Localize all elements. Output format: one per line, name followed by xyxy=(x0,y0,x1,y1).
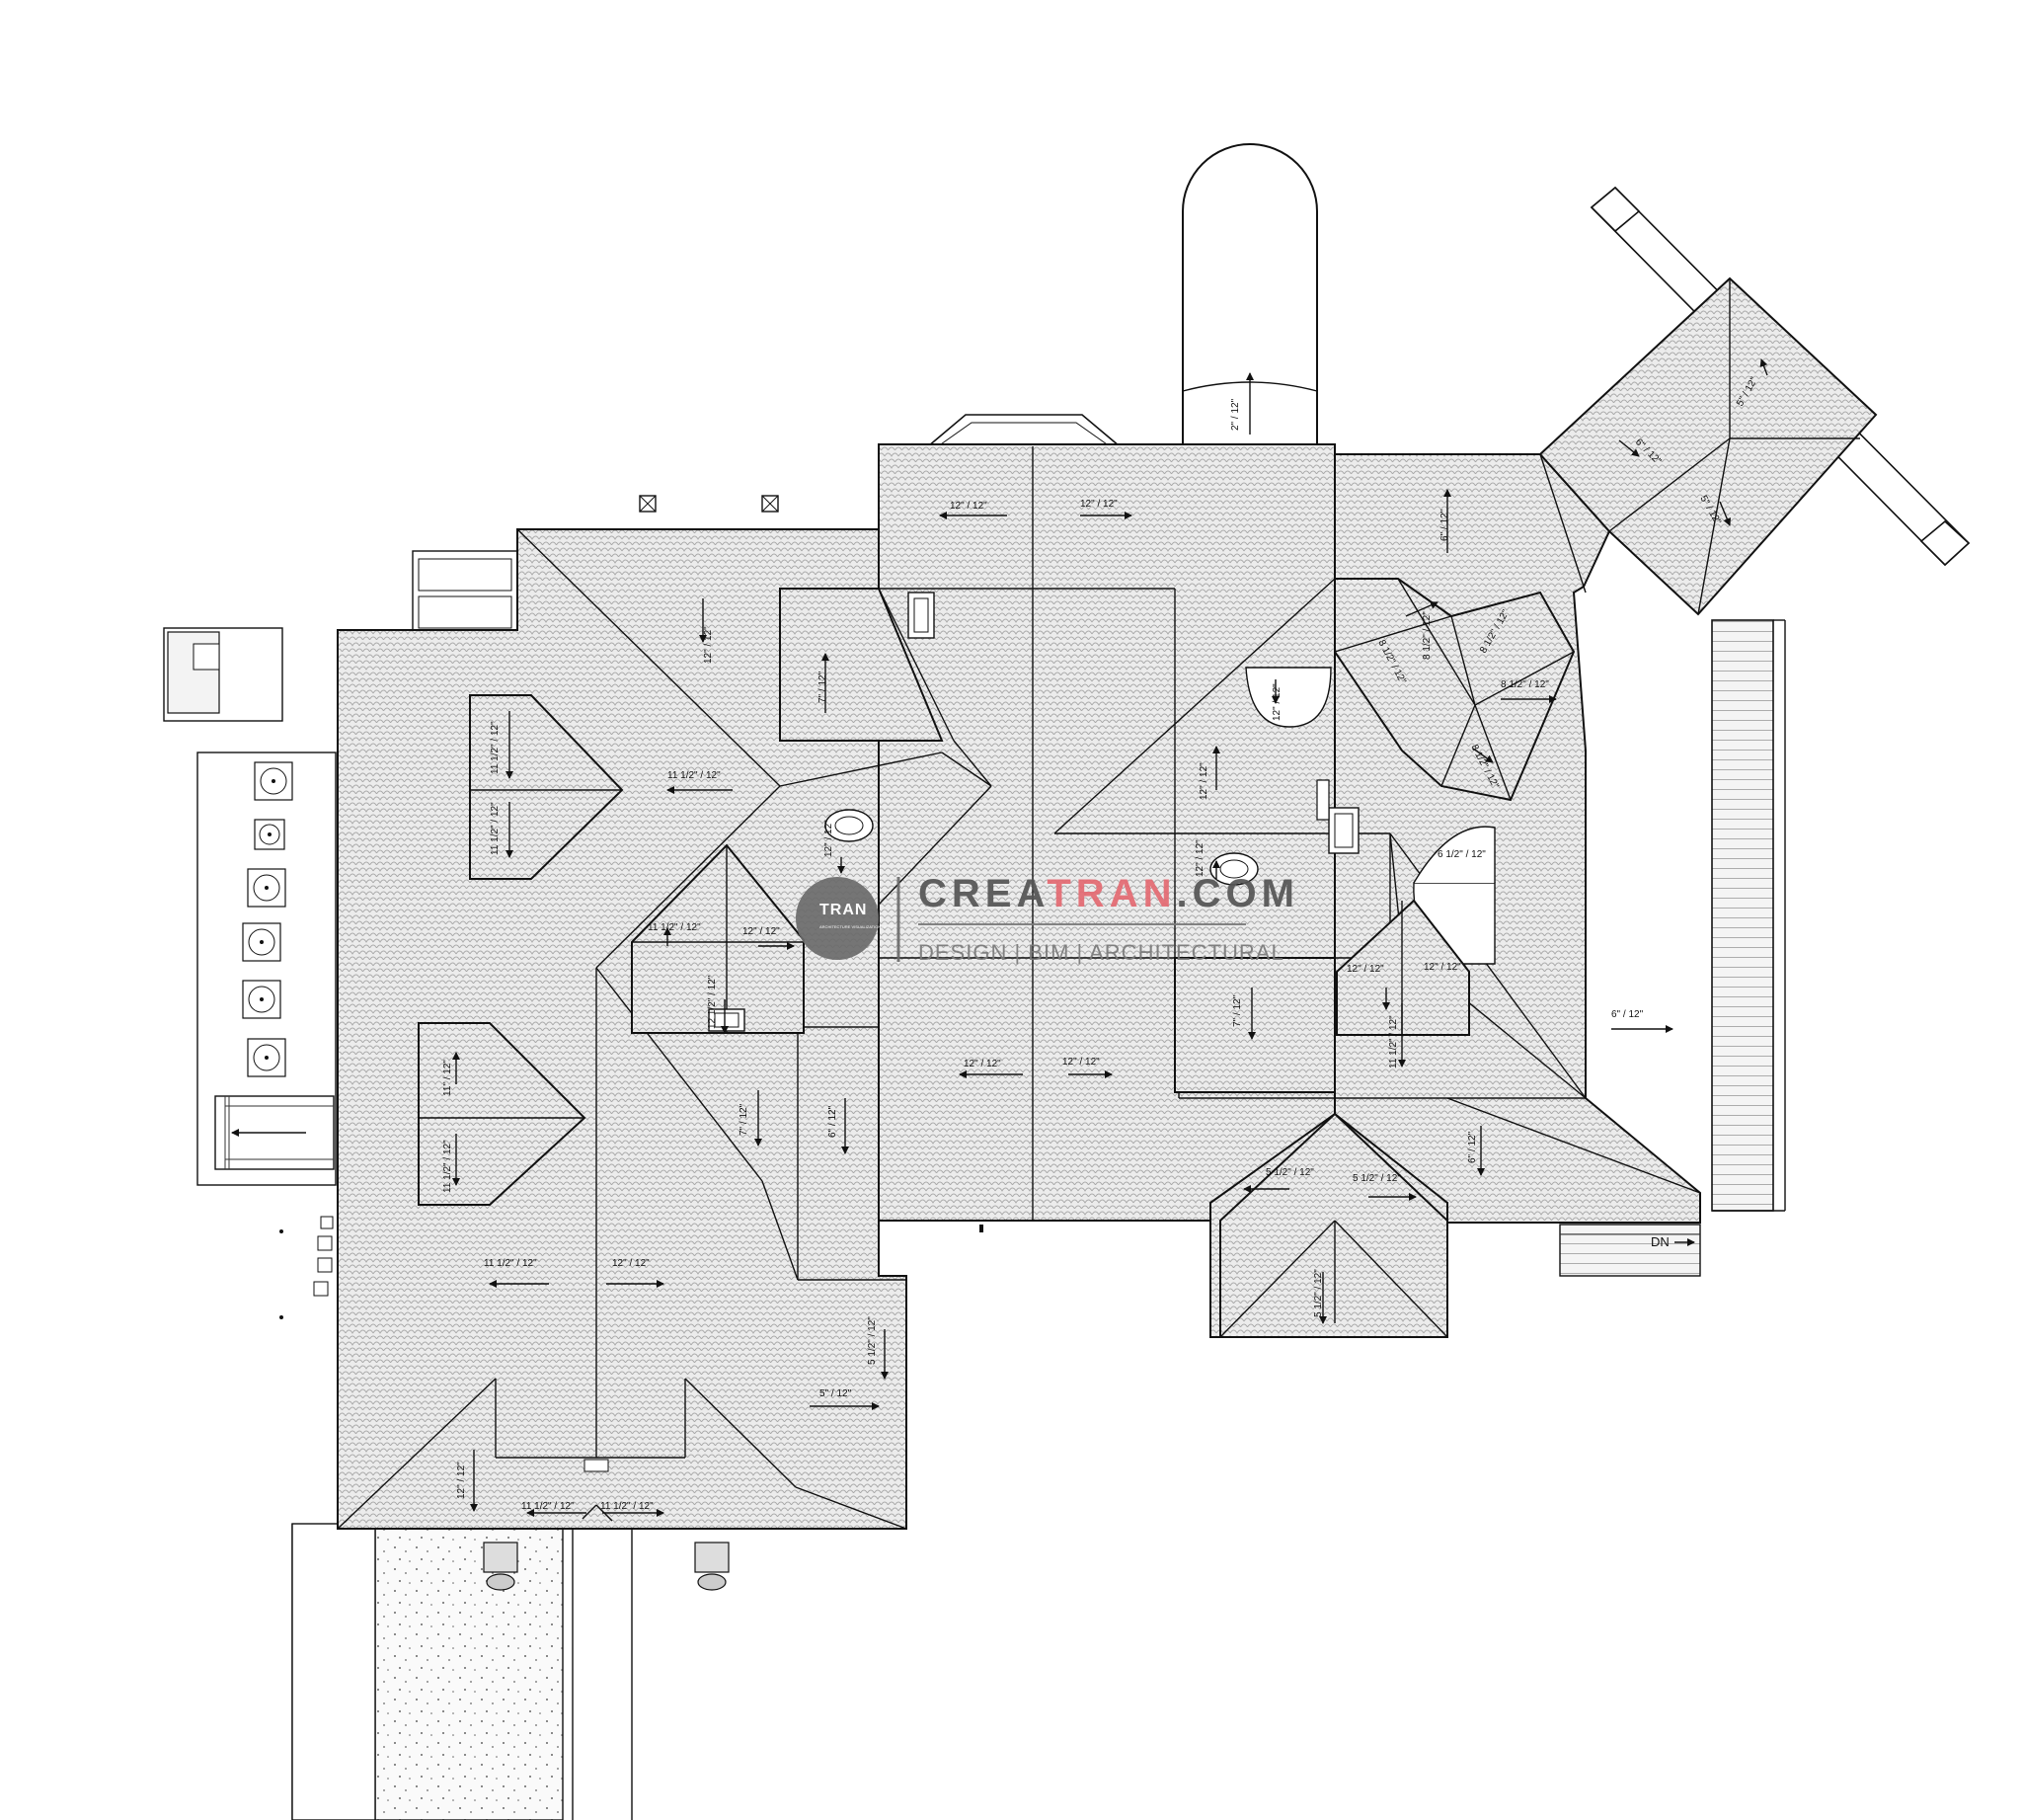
slope-label: 6 1/2" / 12" xyxy=(1438,849,1486,860)
wall-light-right xyxy=(694,1542,730,1591)
slope-label: 12" / 12" xyxy=(1347,964,1384,975)
northeast-ridges xyxy=(1608,278,1860,615)
utility-fixtures xyxy=(279,1216,334,1319)
slope-label: 12" / 12" xyxy=(1080,499,1118,510)
slope-label: 5" / 12" xyxy=(819,1388,852,1399)
slope-label: 11 1/2" / 12" xyxy=(490,721,501,774)
slope-label: 12" / 12" xyxy=(964,1059,1001,1069)
rear-deck xyxy=(1711,619,1786,1212)
slope-label: 11 1/2" / 12" xyxy=(648,922,701,933)
slope-label: 12" / 12" xyxy=(1195,839,1205,877)
slope-arrow xyxy=(1618,439,1640,457)
planters xyxy=(242,761,293,1077)
slope-label: 12" / 12" xyxy=(823,820,834,857)
roof-northeast-wing xyxy=(1538,277,1878,616)
roof-vent-b xyxy=(761,495,779,513)
slope-arrow xyxy=(1759,358,1768,376)
dormer-inner-hip xyxy=(631,843,805,1034)
skylight xyxy=(907,592,935,639)
wall-light-left xyxy=(483,1542,518,1591)
slope-label: 6" / 12" xyxy=(1611,1009,1644,1020)
driveway xyxy=(374,1526,564,1820)
center-bottom-post xyxy=(979,1225,983,1232)
south-entry-tab xyxy=(583,1459,609,1472)
slope-arrows xyxy=(452,358,1768,1517)
slope-label: 5 1/2" / 12" xyxy=(1313,1269,1324,1317)
slope-label: 11 1/2" / 12" xyxy=(1388,1015,1399,1068)
slope-label: 12" / 12" xyxy=(1199,762,1209,800)
slope-label: 12" / 12" xyxy=(456,1462,467,1499)
chimney xyxy=(1316,779,1360,854)
slope-arrow xyxy=(1719,501,1731,526)
brand-name-tran: TRAN xyxy=(1047,872,1176,915)
deck-stair: DN xyxy=(1559,1224,1701,1277)
front-porch-slab xyxy=(291,1523,376,1820)
slope-label: 2" / 12" xyxy=(1230,398,1241,431)
slope-label: 12" / 12" xyxy=(1272,683,1283,721)
slope-arrow xyxy=(1472,748,1494,763)
south-ridges xyxy=(1219,1220,1448,1338)
dormer-center-south xyxy=(1174,957,1336,1093)
slope-label: 7" / 12" xyxy=(1232,994,1243,1027)
logo-text: TRAN xyxy=(819,902,867,918)
slope-label: 12" / 12" xyxy=(950,501,987,512)
roof-south-wing xyxy=(1219,1112,1448,1338)
balcony-railing xyxy=(412,550,518,635)
slope-arrow xyxy=(1405,601,1439,617)
brand-name: CREATRAN.COM xyxy=(918,872,1299,915)
slope-label: 6" / 12" xyxy=(1439,509,1450,541)
slope-label: 11 1/2" / 12" xyxy=(490,802,501,855)
dormer-west-lower xyxy=(418,1022,586,1206)
slope-label: 6" / 12" xyxy=(827,1105,838,1138)
roof-vent-a xyxy=(639,495,657,513)
slope-label: 11 1/2" / 12" xyxy=(600,1501,654,1512)
bay-window xyxy=(925,414,1123,447)
brand-tagline: DESIGN | BIM | ARCHITECTURAL xyxy=(918,940,1284,965)
slope-label: 11 1/2" / 12" xyxy=(667,770,721,781)
eyebrow-dormer-b-arc xyxy=(1413,826,1496,884)
dormer-west-upper xyxy=(469,694,624,880)
octagonal-turret-roof xyxy=(1334,578,1576,802)
logo-subtext: ARCHITECTURE VISUALIZATION DESIGN xyxy=(819,924,897,929)
outdoor-sofa xyxy=(163,627,283,722)
dormer-center-west xyxy=(779,588,944,742)
slope-label: 8 1/2" / 12" xyxy=(1501,679,1549,690)
brand-watermark: TRAN ARCHITECTURE VISUALIZATION DESIGN C… xyxy=(796,872,1299,965)
eyebrow-dormer-a xyxy=(1245,667,1332,728)
slope-label: 7" / 12" xyxy=(817,671,828,703)
roof-planes xyxy=(337,277,1878,1530)
slope-label: 12" / 12" xyxy=(703,626,714,664)
slope-label: 12" / 12" xyxy=(742,926,780,937)
slope-label: 11 1/2" / 12" xyxy=(521,1501,575,1512)
slope-label: 12 1/2" / 12" xyxy=(707,975,718,1029)
slope-label: 11 1/2" / 12" xyxy=(484,1258,537,1269)
slope-label: 11" / 12" xyxy=(442,1060,453,1096)
dormer-skylight xyxy=(708,1008,745,1032)
slope-label: 12" / 12" xyxy=(612,1258,650,1269)
round-vent-west xyxy=(824,809,874,842)
slope-label: 5 1/2" / 12" xyxy=(867,1316,878,1365)
slope-label: 8 1/2" / 12" xyxy=(1422,611,1433,660)
slope-label: 7" / 12" xyxy=(739,1103,749,1136)
slope-label: 11 1/2" / 12" xyxy=(442,1140,453,1193)
slope-label: 5 1/2" / 12" xyxy=(1353,1173,1401,1184)
site-elements: DN xyxy=(163,143,1971,1820)
round-tower xyxy=(1182,143,1318,447)
stair-dn-label: DN xyxy=(1651,1234,1670,1249)
logo-badge xyxy=(796,877,879,960)
side-stair xyxy=(214,1095,335,1170)
slope-label: 12" / 12" xyxy=(1424,962,1461,973)
round-vent-east xyxy=(1209,852,1259,886)
dormer-east-small xyxy=(1336,899,1470,1036)
brand-name-com: .COM xyxy=(1176,872,1298,915)
slope-label: 5 1/2" / 12" xyxy=(1266,1167,1314,1178)
brand-name-crea: CREA xyxy=(918,872,1047,915)
slope-label: 12" / 12" xyxy=(1062,1057,1100,1068)
slope-label: 6" / 12" xyxy=(1467,1131,1478,1163)
